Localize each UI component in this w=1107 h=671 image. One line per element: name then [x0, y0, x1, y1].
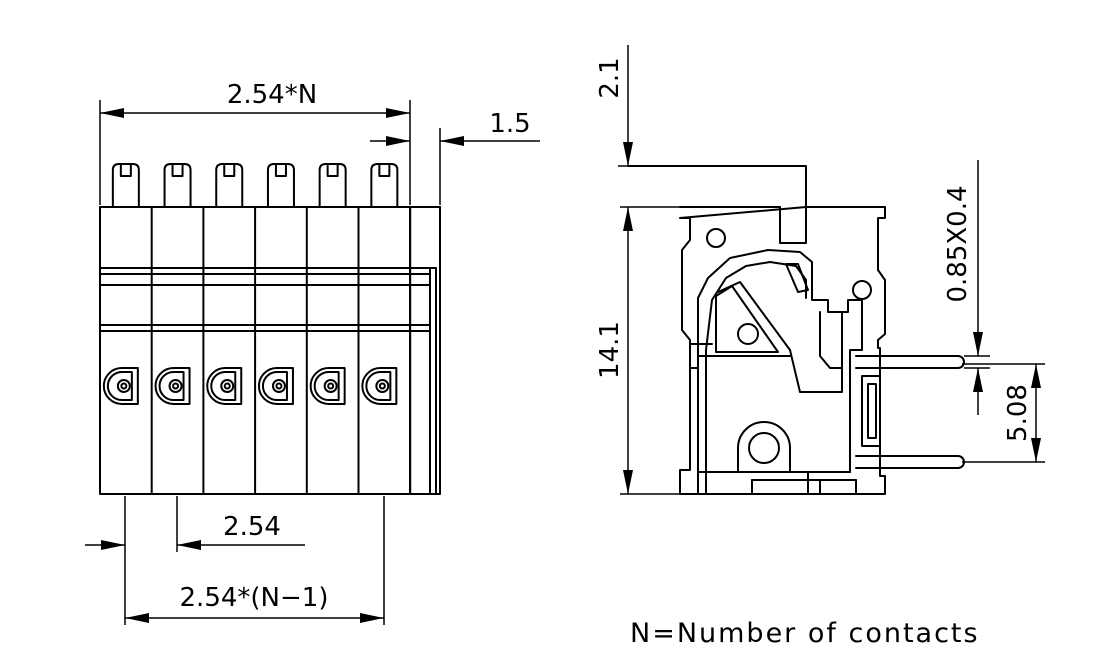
release-tab	[111, 163, 140, 208]
release-tab	[163, 163, 192, 208]
front-view	[99, 163, 441, 495]
side-view	[627, 165, 965, 495]
wire-opening	[361, 367, 398, 405]
release-tab	[370, 163, 399, 208]
dim-pin-size: 0.85X0.4	[943, 185, 973, 302]
dim-pin-pitch: 5.08	[1003, 384, 1033, 442]
wire-opening	[257, 367, 294, 405]
front-dimensions: 2.54*N 1.5 2.54 2.54*(N−1)	[85, 80, 540, 625]
dim-total-width: 2.54*N	[227, 80, 317, 110]
dim-top-height: 2.1	[595, 57, 625, 98]
release-tab	[318, 163, 347, 208]
release-tab	[215, 163, 244, 208]
release-tabs	[111, 163, 399, 208]
release-tab	[266, 163, 295, 208]
dim-right-offset: 1.5	[489, 109, 530, 139]
wire-opening	[102, 367, 139, 405]
dim-pitch: 2.54	[223, 512, 281, 542]
contacts-note: N=Number of contacts	[630, 618, 980, 649]
wire-opening	[206, 367, 243, 405]
wire-openings	[102, 367, 398, 405]
wire-opening	[309, 367, 346, 405]
wire-opening	[154, 367, 191, 405]
contact-dividers	[150, 206, 412, 495]
side-dimensions: 2.1 14.1 0.85X0.4 5.08	[595, 45, 1045, 495]
dim-body-height: 14.1	[595, 321, 625, 379]
dim-span: 2.54*(N−1)	[180, 583, 329, 613]
